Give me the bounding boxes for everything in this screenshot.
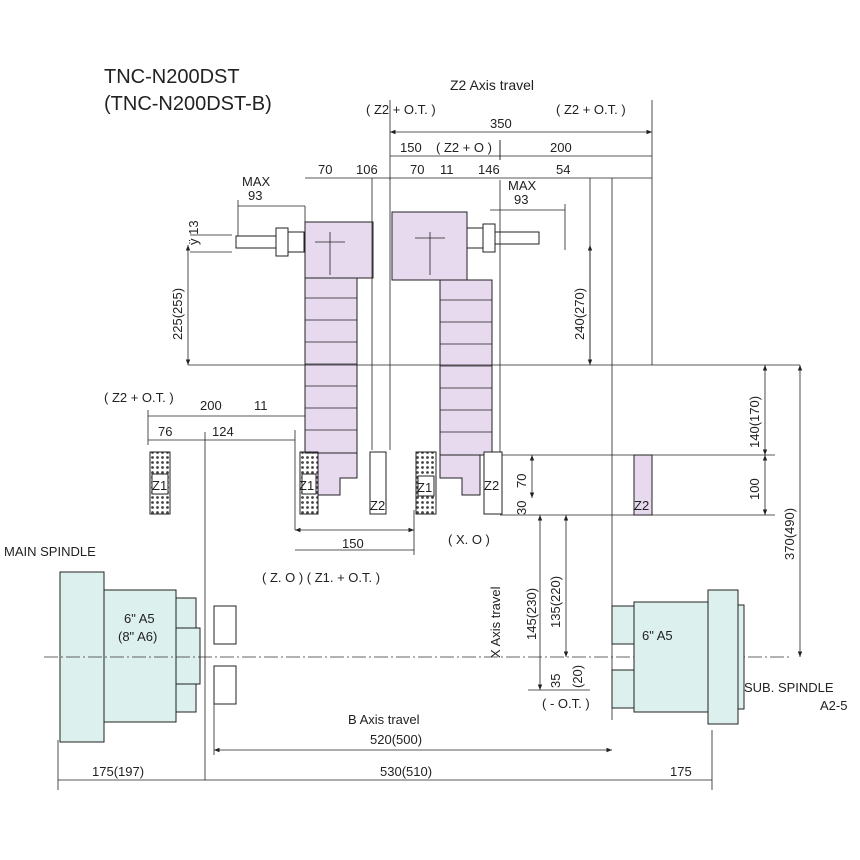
z2-tool-far-right: Z2 <box>633 454 653 516</box>
dim-175-right-label: 175 <box>670 764 692 779</box>
x-o-label: ( X. O ) <box>448 532 490 547</box>
dim-520-label: 520(500) <box>370 732 422 747</box>
main-a6-label: (8" A6) <box>118 629 157 644</box>
dim-35-label: 35 <box>548 674 563 688</box>
z2-axis-travel-label: Z2 Axis travel <box>450 77 534 93</box>
main-a5-label: 6" A5 <box>124 611 155 626</box>
z2-ot-left-label: ( Z2 + O.T. ) <box>366 102 436 117</box>
dim-30-label: 30 <box>514 501 529 515</box>
svg-text:54: 54 <box>556 162 570 177</box>
max93-left-label: 93 <box>248 188 262 203</box>
svg-text:200: 200 <box>550 140 572 155</box>
z2-ot-right-label: ( Z2 + O.T. ) <box>556 102 626 117</box>
right-tool-holder <box>466 223 540 253</box>
svg-text:Z1: Z1 <box>152 478 167 493</box>
sub-a5-label: 6" A5 <box>642 628 673 643</box>
z1-tool-left: Z1 <box>149 451 171 515</box>
svg-text:Z2: Z2 <box>634 498 649 513</box>
svg-text:150: 150 <box>400 140 422 155</box>
z1-tool-mid: Z1 <box>299 451 319 515</box>
dim-370-label: 370(490) <box>782 508 797 560</box>
dim-200-mid-label: 200 <box>200 398 222 413</box>
svg-text:70: 70 <box>318 162 332 177</box>
minus-ot-label: ( - O.T. ) <box>542 696 590 711</box>
dim-225-label: 225(255) <box>170 288 185 340</box>
main-chuck-jaws <box>213 605 237 705</box>
y13-label: ÿ 13 <box>186 220 201 245</box>
dim-20-label: (20) <box>570 665 585 688</box>
svg-text:146: 146 <box>478 162 500 177</box>
right-turret <box>391 211 493 496</box>
svg-text:Z2: Z2 <box>484 478 499 493</box>
dimension-row-70-106-70-11-146-54: 70 106 70 11 146 54 <box>305 162 652 179</box>
dim-11-mid-label: 11 <box>254 398 268 413</box>
svg-text:Z2: Z2 <box>370 498 385 513</box>
left-turret <box>304 221 374 496</box>
svg-text:70: 70 <box>410 162 424 177</box>
max-left-label: MAX <box>242 174 271 189</box>
dim-70-vert-label: 70 <box>514 474 529 488</box>
dim-175-left-label: 175(197) <box>92 764 144 779</box>
left-tool-holder <box>235 227 305 257</box>
b-axis-travel-label: B Axis travel <box>348 712 420 727</box>
dim-140-label: 140(170) <box>747 396 762 448</box>
sub-spindle-label: SUB. SPINDLE <box>744 680 834 695</box>
dim-124-label: 124 <box>212 424 234 439</box>
dim-150-mid-label: 150 <box>342 536 364 551</box>
z1-tool-right: Z1 <box>415 451 437 515</box>
dimension-150-z2o-200: 150 ( Z2 + O ) 200 <box>390 140 652 160</box>
sub-spindle <box>633 589 745 725</box>
sub-spindle-a2-5-label: A2-5 <box>820 698 847 713</box>
dim-240-label: 240(270) <box>572 288 587 340</box>
model-subtitle: (TNC-N200DST-B) <box>104 93 272 115</box>
svg-text:( Z2 + O ): ( Z2 + O ) <box>436 140 492 155</box>
svg-text:106: 106 <box>356 162 378 177</box>
svg-text:Z1: Z1 <box>299 478 314 493</box>
dim-100-label: 100 <box>747 478 762 500</box>
svg-text:350: 350 <box>490 116 512 131</box>
dim-145-label: 145(230) <box>524 588 539 640</box>
z-o-label: ( Z. O ) ( Z1. + O.T. ) <box>262 570 380 585</box>
main-spindle-label: MAIN SPINDLE <box>4 544 96 559</box>
max93-right-label: 93 <box>514 192 528 207</box>
z2-ot-mid-label: ( Z2 + O.T. ) <box>104 390 174 405</box>
z2-tool-mid: Z2 <box>369 451 387 515</box>
dim-530-label: 530(510) <box>380 764 432 779</box>
svg-text:Z1: Z1 <box>417 480 432 495</box>
dim-135-label: 135(220) <box>548 576 563 628</box>
svg-text:11: 11 <box>440 162 454 177</box>
max-right-label: MAX <box>508 178 537 193</box>
dim-76-label: 76 <box>158 424 172 439</box>
model-title: TNC-N200DST <box>104 66 240 88</box>
dimension-350: 350 <box>390 116 652 135</box>
z2-tool-right: Z2 <box>483 451 503 515</box>
x-axis-travel-label: X Axis travel <box>488 586 503 658</box>
